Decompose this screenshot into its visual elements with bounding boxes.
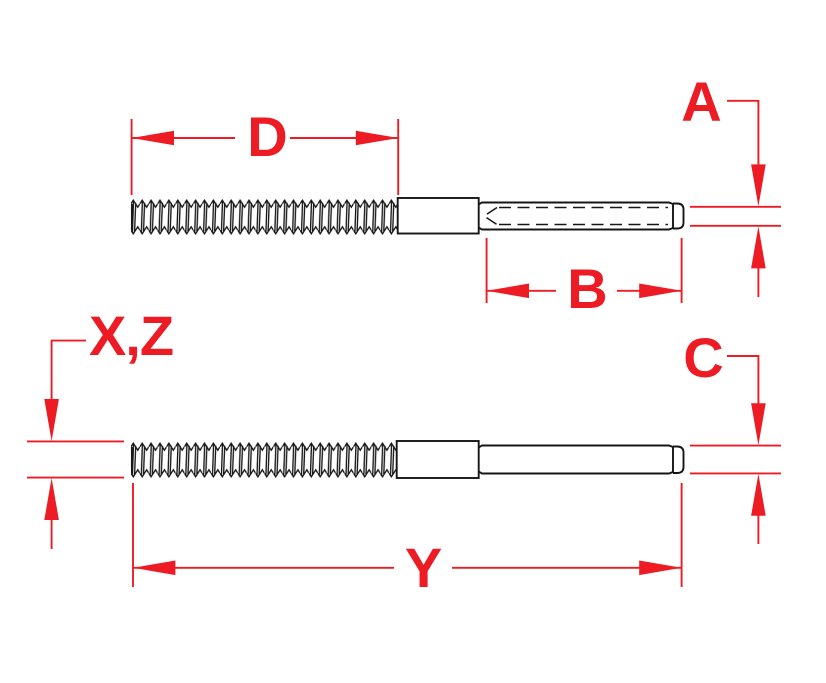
dim-label-b: B (567, 257, 607, 320)
dim-label-c: C (683, 326, 723, 389)
dimension-b (485, 238, 683, 303)
bottom-view-part (130, 440, 685, 479)
arrow-left-icon (131, 130, 174, 146)
dimension-c (690, 355, 781, 544)
dimension-a (690, 99, 781, 297)
arrow-down-icon (751, 164, 766, 207)
dimension-xz (27, 339, 124, 549)
dimension-d (130, 119, 400, 195)
dim-label-xz: X,Z (88, 304, 174, 367)
arrow-left-icon (486, 283, 529, 299)
stud-body-top (396, 197, 480, 235)
arrow-right-icon (639, 560, 682, 576)
threaded-section-top (131, 199, 398, 235)
swage-sleeve-bottom (478, 444, 685, 475)
dimension-y (132, 483, 683, 587)
arrow-right-icon (639, 283, 682, 299)
arrow-up-icon (751, 473, 766, 516)
stud-body-bottom (395, 440, 480, 479)
arrow-down-icon (44, 399, 59, 441)
arrow-down-icon (751, 403, 766, 446)
arrow-up-icon (44, 478, 59, 520)
dim-label-d: D (247, 105, 287, 168)
arrow-up-icon (751, 226, 766, 269)
arrow-left-icon (133, 560, 176, 576)
dim-label-y: Y (404, 536, 442, 599)
top-view-part (130, 197, 685, 235)
threaded-section-bottom (131, 442, 397, 478)
dim-label-a: A (681, 70, 721, 133)
hidden-bore-lines (482, 206, 668, 226)
swage-sleeve-top (478, 201, 685, 231)
arrow-right-icon (355, 130, 399, 146)
